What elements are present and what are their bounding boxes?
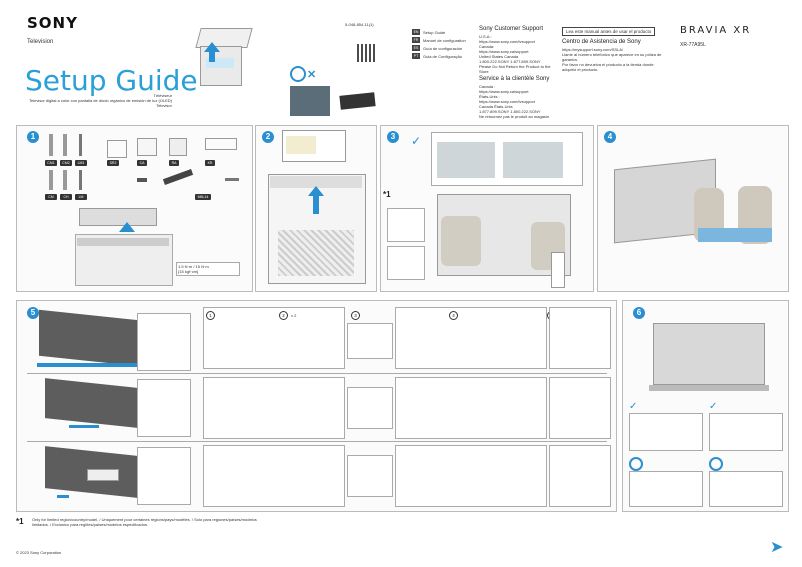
model-number: XR-77A95L bbox=[680, 42, 706, 48]
copyright: © 2023 Sony Corporation bbox=[16, 550, 62, 555]
qr-code bbox=[357, 44, 375, 62]
torque-spec: 1.5 N·m / 15 N·m {15 kgf·cm} bbox=[176, 262, 240, 276]
latam-heading: Centro de Asistencia de Sony bbox=[562, 39, 641, 45]
substep-4-badge: 4 bbox=[449, 311, 458, 320]
part-label-ch: CH bbox=[60, 194, 72, 200]
part-label-kr: KR bbox=[205, 160, 215, 166]
screw-count-label: x 2 bbox=[291, 313, 297, 318]
footnote-marker-inline: *1 bbox=[383, 190, 391, 199]
part-label-ca: CA bbox=[137, 160, 147, 166]
corner-mark-icon: ➤ bbox=[770, 539, 784, 556]
step-6-badge: 6 bbox=[633, 307, 645, 319]
part-label-cm: CM bbox=[45, 194, 57, 200]
part-label-lm1: LM1 bbox=[75, 160, 87, 166]
config-b-tv bbox=[45, 378, 137, 428]
correct-check-icon-3: ✓ bbox=[709, 401, 718, 412]
part-label-cm1: CM1 bbox=[45, 160, 57, 166]
unpack-illustration bbox=[190, 24, 260, 86]
footnote-text: Only for limited region/country/model. /… bbox=[32, 517, 257, 527]
read-manual-notice: Lea este manual antes de usar el product… bbox=[562, 27, 656, 36]
config-a-tv bbox=[39, 309, 139, 367]
latam-support: Lea este manual antes de usar el product… bbox=[562, 27, 662, 72]
correct-check-icon: ✓ bbox=[411, 134, 422, 148]
brand-logo: SONY bbox=[27, 14, 78, 32]
series-name: BRAVIA XR bbox=[680, 25, 752, 36]
step-3-badge: 3 bbox=[387, 131, 399, 143]
step-1-badge: 1 bbox=[27, 131, 39, 143]
substep-1-badge: 1 bbox=[206, 311, 215, 320]
prohibited-icon-2 bbox=[629, 457, 643, 471]
step-5-panel: 5 1 2 x 2 3 4 5 bbox=[16, 300, 617, 512]
customer-support: Sony Customer Support U.S.A.: https://ww… bbox=[479, 26, 559, 119]
step-6-panel: 6 ✓ ✓ bbox=[622, 300, 789, 512]
part-label-lm: LM bbox=[75, 194, 87, 200]
parts-grid: CM1 CM2 LM1 SR2 CA RA KR CM CH LM M5L14 bbox=[45, 134, 245, 204]
soundbar-packaging bbox=[79, 208, 157, 226]
latam-url: https://mysupport.sony.com/SSLA/ bbox=[562, 47, 624, 52]
step-3-panel: 3 ✓ ✕ *1 bbox=[380, 125, 594, 292]
page-title: Setup Guide bbox=[25, 64, 198, 97]
step-5-badge: 5 bbox=[27, 307, 39, 319]
part-label-cm2: CM2 bbox=[60, 160, 72, 166]
prohibited-icon-3 bbox=[709, 457, 723, 471]
support-heading: Sony Customer Support bbox=[479, 26, 544, 32]
substep-2-badge: 2 bbox=[279, 311, 288, 320]
subtitle-line-fr: Téléviseur bbox=[153, 93, 172, 98]
warning-illustration: ✕ bbox=[285, 66, 385, 122]
correct-check-icon-2: ✓ bbox=[629, 401, 638, 412]
step-2-badge: 2 bbox=[262, 131, 274, 143]
step-4-badge: 4 bbox=[604, 131, 616, 143]
subtitle-line-es: Televisor digital a color con pantalla d… bbox=[29, 98, 172, 103]
part-label-sr2: SR2 bbox=[107, 160, 119, 166]
step-4-panel: 4 bbox=[597, 125, 789, 292]
substep-3-badge: 3 bbox=[351, 311, 360, 320]
product-line: Television bbox=[27, 39, 54, 45]
footnote-marker: *1 bbox=[16, 517, 24, 526]
part-label-m5l14: M5L14 bbox=[195, 194, 211, 200]
tv-stand-illustration bbox=[653, 323, 765, 385]
subtitle: Téléviseur Televisor digital a color con… bbox=[22, 93, 172, 108]
support-heading-fr: Service à la clientèle Sony bbox=[479, 76, 550, 82]
step-2-panel: 2 bbox=[255, 125, 377, 292]
doc-number: 5-048-854-11(1) bbox=[345, 22, 374, 27]
part-label-ra: RA bbox=[169, 160, 179, 166]
subtitle-line-pt: Televisor bbox=[156, 103, 172, 108]
